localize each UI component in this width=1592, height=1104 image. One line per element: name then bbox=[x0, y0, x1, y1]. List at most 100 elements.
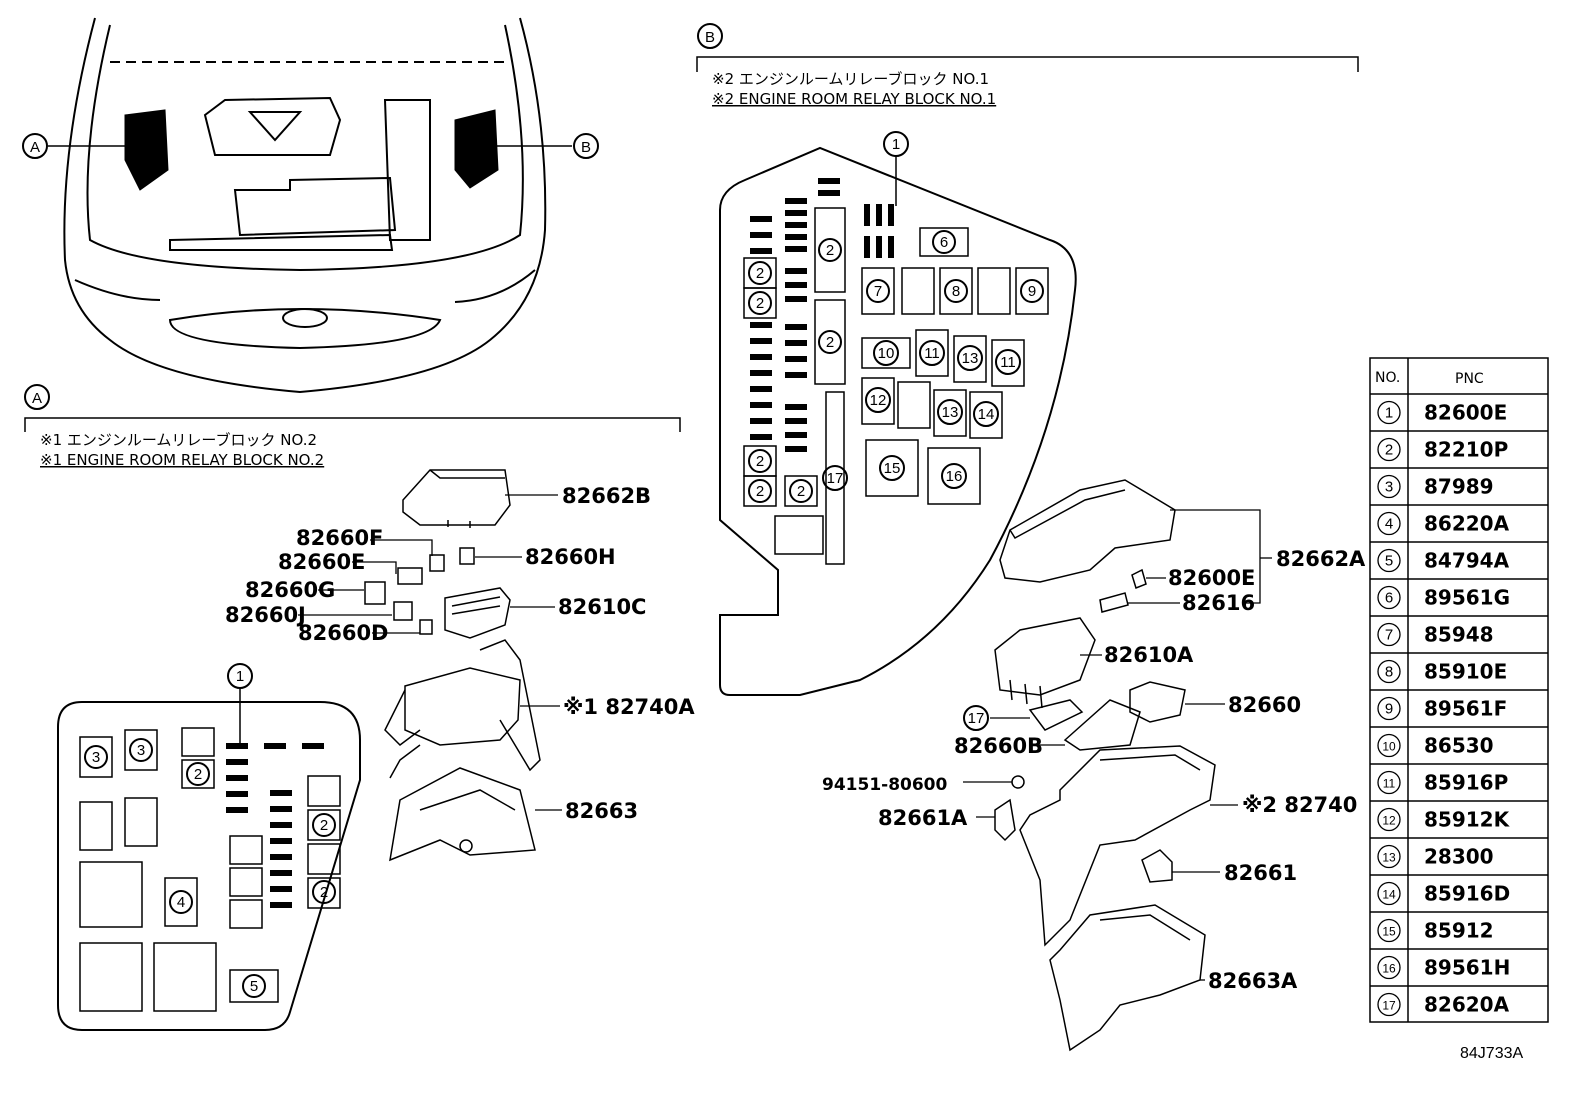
pn-94151-80600: 94151-80600 bbox=[822, 775, 948, 795]
pn-82661: 82661 bbox=[1224, 861, 1297, 885]
table-row-pnc: 89561F bbox=[1424, 697, 1507, 721]
svg-text:2: 2 bbox=[797, 483, 805, 500]
table-row-number-circle bbox=[1377, 437, 1401, 462]
svg-text:17: 17 bbox=[968, 710, 985, 727]
pn-82661A: 82661A bbox=[878, 806, 968, 830]
svg-text:2: 2 bbox=[320, 884, 328, 901]
layout-b: 1 2 2 2 2 2 2 2 17 6 7 8 9 10 11 13 11 1… bbox=[719, 131, 1077, 696]
section-a-marker: A bbox=[24, 384, 50, 410]
car-front-view bbox=[48, 17, 572, 394]
fuse-array-b bbox=[750, 178, 894, 452]
callout-a-label: A bbox=[30, 139, 40, 156]
pn-82660G: 82660G bbox=[245, 578, 335, 602]
svg-text:2: 2 bbox=[756, 483, 764, 500]
exploded-parts-b bbox=[994, 479, 1216, 1052]
table-row-number: 8 bbox=[1385, 664, 1393, 681]
table-row: 8 85910E bbox=[1370, 652, 1548, 684]
svg-text:13: 13 bbox=[942, 404, 959, 421]
table-row: 15 85912 bbox=[1370, 911, 1548, 943]
table-row: 4 86220A bbox=[1370, 504, 1548, 536]
callout-17-b: 17 bbox=[963, 705, 989, 731]
pn-82660J: 82660J bbox=[225, 603, 306, 627]
table-row-number-circle bbox=[1377, 955, 1401, 980]
table-row-number-circle bbox=[1377, 400, 1401, 425]
table-row-number: 9 bbox=[1385, 701, 1393, 718]
svg-text:11: 11 bbox=[924, 345, 940, 362]
table-row-number: 15 bbox=[1382, 925, 1396, 939]
table-row-number: 6 bbox=[1385, 590, 1393, 607]
svg-text:4: 4 bbox=[177, 894, 185, 911]
pn-82600E: 82600E bbox=[1168, 566, 1255, 590]
svg-text:2: 2 bbox=[756, 295, 764, 312]
pn-82660B: 82660B bbox=[954, 734, 1043, 758]
pn-82662A: 82662A bbox=[1276, 547, 1366, 571]
svg-text:6: 6 bbox=[940, 234, 948, 251]
table-row-pnc: 86220A bbox=[1424, 512, 1510, 536]
leaders-b bbox=[963, 509, 1272, 981]
pn-82610C: 82610C bbox=[558, 595, 646, 619]
svg-text:9: 9 bbox=[1028, 283, 1036, 300]
svg-text:11: 11 bbox=[1000, 354, 1016, 371]
table-row-pnc: 85910E bbox=[1424, 660, 1507, 684]
table-row-number: 14 bbox=[1382, 888, 1396, 902]
svg-text:13: 13 bbox=[962, 350, 979, 367]
table-row-pnc: 28300 bbox=[1424, 845, 1494, 869]
svg-text:10: 10 bbox=[878, 345, 895, 362]
pn-82660E: 82660E bbox=[278, 550, 365, 574]
svg-text:2: 2 bbox=[826, 334, 834, 351]
table-row: 2 82210P bbox=[1370, 430, 1548, 462]
table-row-number: 11 bbox=[1383, 777, 1396, 791]
pn-82660H: 82660H bbox=[525, 545, 616, 569]
table-row: 9 89561F bbox=[1370, 689, 1548, 721]
table-row-number: 13 bbox=[1382, 851, 1396, 865]
section-b-title-en: ※2 ENGINE ROOM RELAY BLOCK NO.1 bbox=[712, 90, 996, 108]
section-a-title-en: ※1 ENGINE ROOM RELAY BLOCK NO.2 bbox=[40, 451, 324, 469]
section-b-title-jp: ※2 エンジンルームリレーブロック NO.1 bbox=[712, 70, 989, 88]
table-row-number-circle bbox=[1377, 585, 1401, 610]
table-row-number-circle bbox=[1377, 918, 1401, 943]
table-row-number-circle bbox=[1377, 733, 1401, 758]
pn-82740: ※2 82740 bbox=[1242, 793, 1357, 817]
table-row-number: 5 bbox=[1385, 553, 1393, 570]
table-row-pnc: 85912 bbox=[1424, 919, 1494, 943]
section-b-marker: B bbox=[697, 23, 723, 49]
table-row-number-circle bbox=[1377, 622, 1401, 647]
table-row-pnc: 82210P bbox=[1424, 438, 1508, 462]
table-row-number-circle bbox=[1377, 770, 1401, 795]
pn-82660D: 82660D bbox=[298, 621, 389, 645]
section-a-marker-label: A bbox=[32, 390, 42, 407]
section-b-bracket bbox=[696, 56, 1359, 72]
table-row: 13 28300 bbox=[1370, 837, 1548, 869]
table-row-pnc: 87989 bbox=[1424, 475, 1494, 499]
table-row-number-circle bbox=[1377, 696, 1401, 721]
svg-text:2: 2 bbox=[194, 766, 202, 783]
table-row-pnc: 89561H bbox=[1424, 956, 1510, 980]
svg-text:12: 12 bbox=[870, 392, 887, 409]
table-row-number: 3 bbox=[1385, 479, 1393, 496]
table-header-no: NO. bbox=[1375, 370, 1400, 386]
svg-text:7: 7 bbox=[874, 283, 882, 300]
callout-a: A bbox=[22, 133, 48, 159]
table-row-number: 4 bbox=[1385, 516, 1393, 533]
table-row-number: 10 bbox=[1382, 740, 1396, 754]
table-row-number: 2 bbox=[1385, 442, 1393, 459]
svg-text:3: 3 bbox=[92, 749, 100, 766]
callout-b-label: B bbox=[581, 139, 591, 156]
pn-82662B: 82662B bbox=[562, 484, 651, 508]
svg-text:15: 15 bbox=[884, 460, 901, 477]
exploded-parts-a bbox=[364, 469, 541, 862]
table-row-pnc: 85916D bbox=[1424, 882, 1510, 906]
table-row-number-circle bbox=[1377, 807, 1401, 832]
pn-82660: 82660 bbox=[1228, 693, 1301, 717]
pn-82616: 82616 bbox=[1182, 591, 1255, 615]
table-row-pnc: 86530 bbox=[1424, 734, 1494, 758]
table-row-pnc: 82620A bbox=[1424, 993, 1510, 1017]
